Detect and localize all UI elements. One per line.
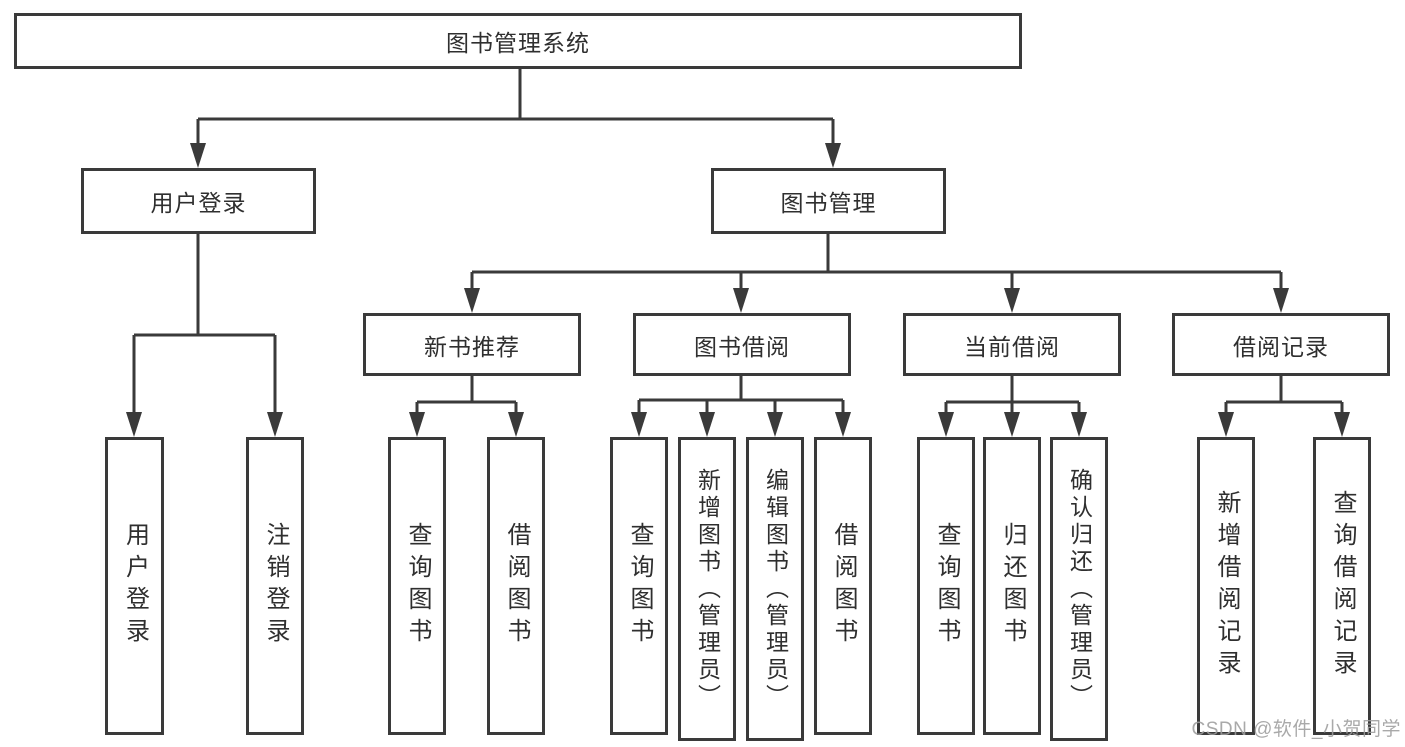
leaf-query-books-borrow: 查询图书 <box>610 437 668 735</box>
leaf-query-books-current-label: 查询图书 <box>933 522 960 650</box>
node-root-label: 图书管理系统 <box>446 30 590 56</box>
leaf-borrow-books: 借阅图书 <box>814 437 872 735</box>
leaf-edit-book-admin-label: 编辑图书（管理员） <box>762 467 789 711</box>
leaf-query-books-current: 查询图书 <box>917 437 975 735</box>
leaf-add-borrow-record-label: 新增借阅记录 <box>1213 490 1240 682</box>
leaf-user-login: 用户登录 <box>105 437 164 735</box>
leaf-borrow-books-label: 借阅图书 <box>830 522 857 650</box>
leaf-borrow-books-recommend-label: 借阅图书 <box>503 522 530 650</box>
leaf-query-books-recommend-label: 查询图书 <box>404 522 431 650</box>
leaf-query-borrow-record: 查询借阅记录 <box>1313 437 1371 735</box>
leaf-user-login-label: 用户登录 <box>121 522 149 650</box>
leaf-logout: 注销登录 <box>246 437 304 735</box>
leaf-borrow-books-recommend: 借阅图书 <box>487 437 545 735</box>
node-new-book-recommend: 新书推荐 <box>363 313 581 376</box>
node-book-borrow-label: 图书借阅 <box>694 333 790 360</box>
node-borrow-records: 借阅记录 <box>1172 313 1390 376</box>
leaf-query-books-recommend: 查询图书 <box>388 437 446 735</box>
leaf-return-book-label: 归还图书 <box>999 522 1026 650</box>
node-user-login-label: 用户登录 <box>150 190 247 216</box>
leaf-query-borrow-record-label: 查询借阅记录 <box>1329 490 1356 682</box>
node-book-borrow: 图书借阅 <box>633 313 851 376</box>
leaf-logout-label: 注销登录 <box>262 522 289 650</box>
node-current-borrow: 当前借阅 <box>903 313 1121 376</box>
leaf-confirm-return-admin: 确认归还（管理员） <box>1050 437 1108 741</box>
node-new-book-recommend-label: 新书推荐 <box>424 333 520 360</box>
node-book-management: 图书管理 <box>711 168 946 234</box>
leaf-query-books-borrow-label: 查询图书 <box>626 522 653 650</box>
leaf-confirm-return-admin-label: 确认归还（管理员） <box>1066 467 1093 711</box>
leaf-add-book-admin: 新增图书（管理员） <box>678 437 736 741</box>
node-root: 图书管理系统 <box>14 13 1022 69</box>
leaf-return-book: 归还图书 <box>983 437 1041 735</box>
node-user-login: 用户登录 <box>81 168 316 234</box>
leaf-add-borrow-record: 新增借阅记录 <box>1197 437 1255 735</box>
node-current-borrow-label: 当前借阅 <box>964 333 1060 360</box>
leaf-add-book-admin-label: 新增图书（管理员） <box>694 467 721 711</box>
node-borrow-records-label: 借阅记录 <box>1233 333 1329 360</box>
leaf-edit-book-admin: 编辑图书（管理员） <box>746 437 804 741</box>
node-book-management-label: 图书管理 <box>780 190 877 216</box>
watermark: CSDN @软件_小贺同学 <box>1191 719 1401 740</box>
